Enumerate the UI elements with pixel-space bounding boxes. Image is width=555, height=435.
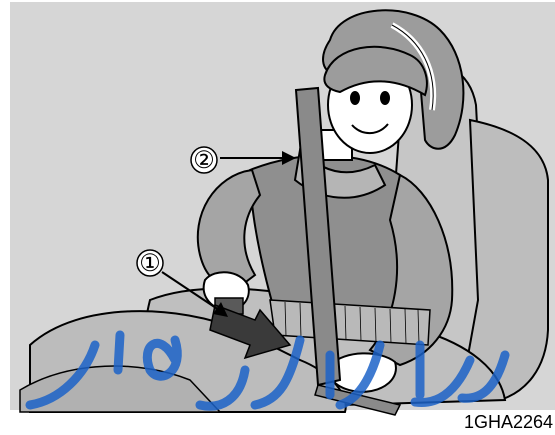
figure-code: 1GHA2264 <box>464 412 553 432</box>
callout-1-label: ① <box>139 250 161 277</box>
right-eye <box>380 91 390 105</box>
left-eye <box>350 91 360 105</box>
callout-2-label: ② <box>193 147 215 174</box>
